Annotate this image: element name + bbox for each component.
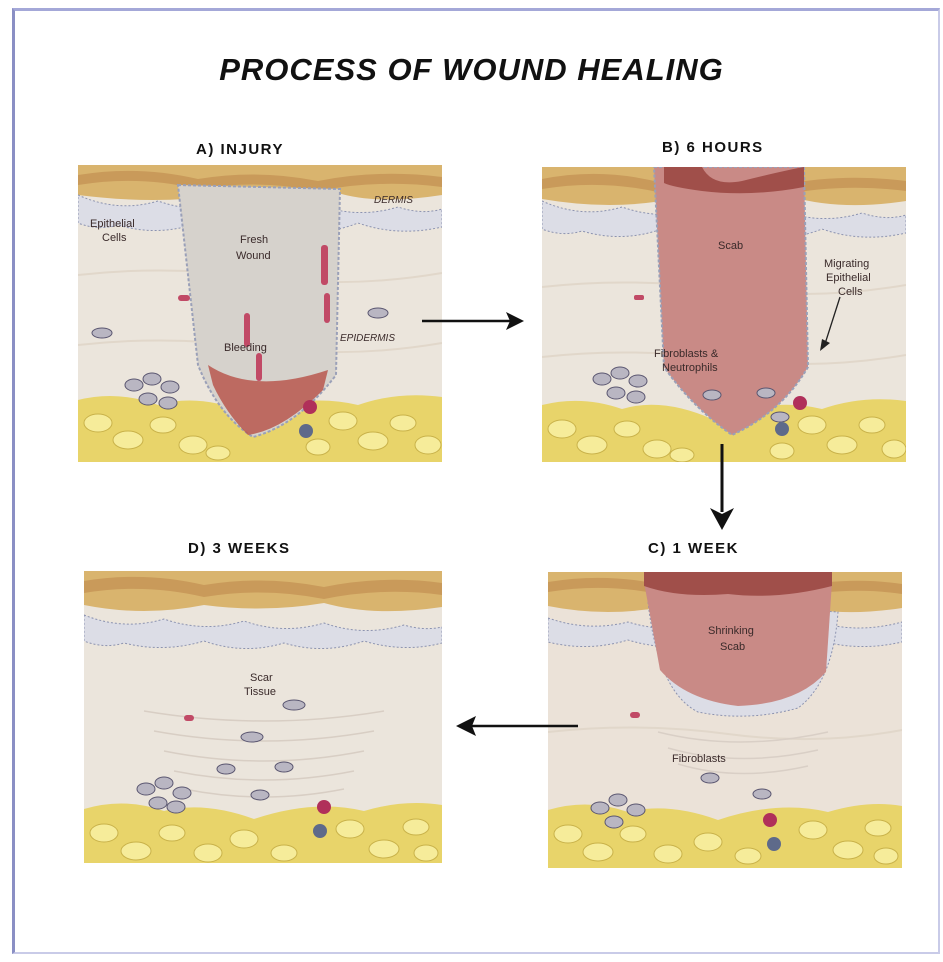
label-migrating-1: Migrating bbox=[824, 258, 869, 270]
page-title: PROCESS OF WOUND HEALING bbox=[0, 52, 943, 88]
label-epithelial-cells-2: Cells bbox=[102, 232, 127, 244]
panel-a-injury: DERMIS Epithelial Cells Fresh Wound Blee… bbox=[78, 165, 442, 462]
panel-b-heading: B) 6 HOURS bbox=[662, 139, 764, 156]
panel-a-heading: A) INJURY bbox=[196, 141, 284, 158]
panel-d-3-weeks: Scar Tissue bbox=[84, 571, 442, 863]
label-shrinking-scab-2: Scab bbox=[720, 641, 745, 653]
label-fibroblasts-neutrophils-2: Neutrophils bbox=[662, 362, 718, 374]
label-epidermis: EPIDERMIS bbox=[340, 333, 395, 344]
label-migrating-3: Cells bbox=[838, 286, 863, 298]
label-scar-tissue-1: Scar bbox=[250, 672, 273, 684]
panel-c-1-week: Shrinking Scab Fibroblasts bbox=[548, 572, 902, 868]
label-fibroblasts: Fibroblasts bbox=[672, 753, 726, 765]
label-fresh-wound-1: Fresh bbox=[240, 234, 268, 246]
label-migrating-2: Epithelial bbox=[826, 272, 871, 284]
arrow-right-icon bbox=[418, 306, 528, 336]
label-scar-tissue-2: Tissue bbox=[244, 686, 276, 698]
arrow-left-icon bbox=[452, 710, 580, 742]
label-bleeding: Bleeding bbox=[224, 342, 267, 354]
label-scab: Scab bbox=[718, 240, 743, 252]
panel-c-heading: C) 1 WEEK bbox=[648, 540, 739, 557]
arrow-down-icon bbox=[702, 442, 742, 532]
label-dermis: DERMIS bbox=[374, 195, 413, 206]
panel-d-heading: D) 3 WEEKS bbox=[188, 540, 291, 557]
label-shrinking-scab-1: Shrinking bbox=[708, 625, 754, 637]
label-epithelial-cells-1: Epithelial bbox=[90, 218, 135, 230]
panel-b-6-hours: Scab Migrating Epithelial Cells Fibrobla… bbox=[542, 167, 906, 462]
label-fibroblasts-neutrophils-1: Fibroblasts & bbox=[654, 348, 719, 360]
label-fresh-wound-2: Wound bbox=[236, 250, 271, 262]
